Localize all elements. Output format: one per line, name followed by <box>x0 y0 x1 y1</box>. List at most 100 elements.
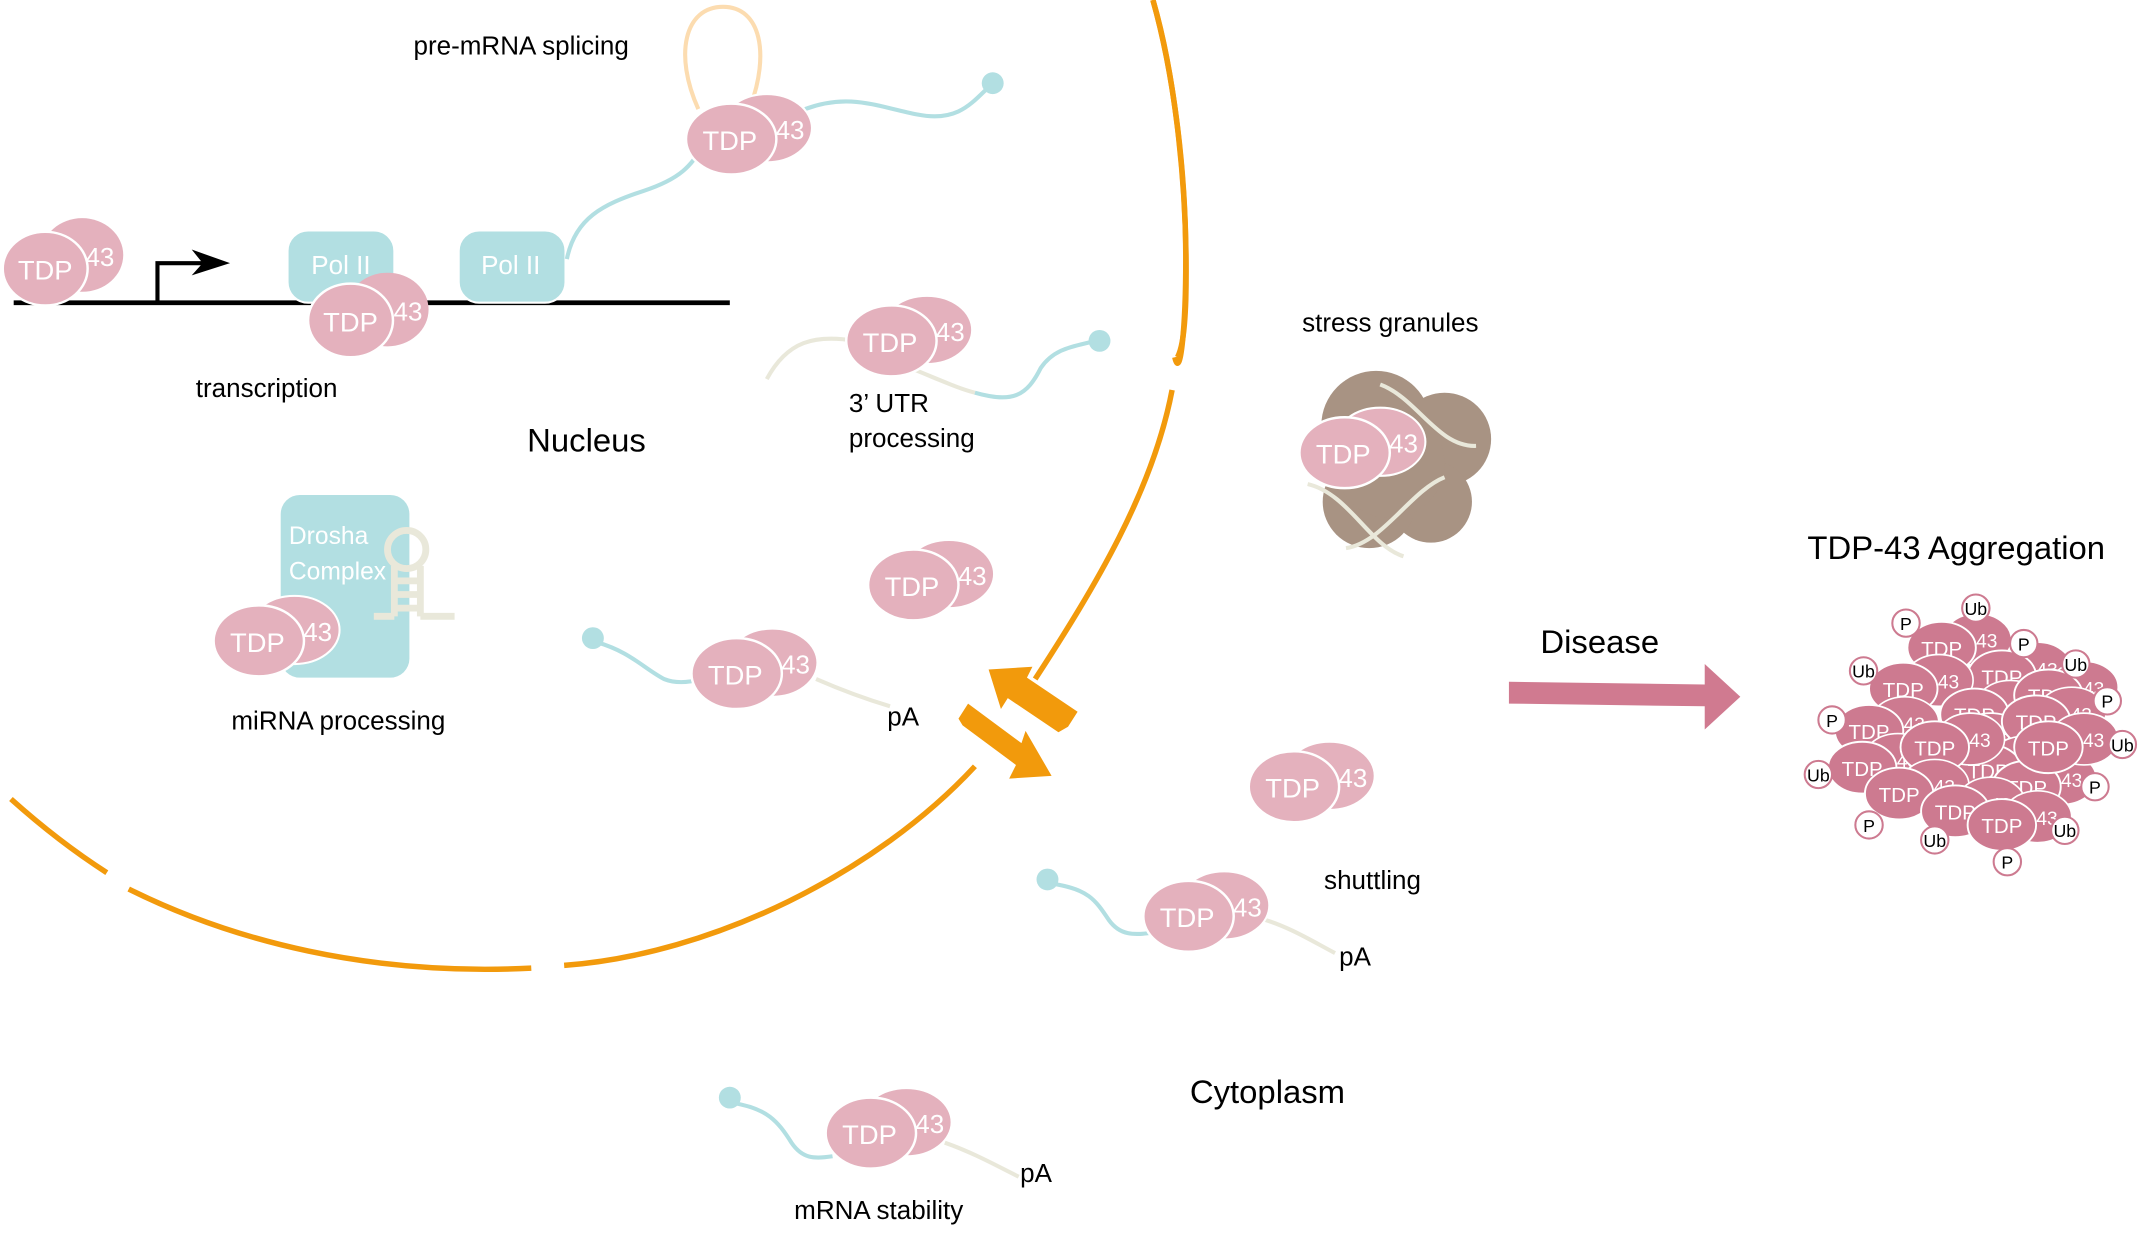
utr-rna-blue <box>974 338 1096 400</box>
rna-cap-icon <box>1088 329 1111 352</box>
tdp43-protein: TDP 43 <box>844 294 974 378</box>
tdp-label: TDP <box>1842 758 1883 781</box>
rna-cap-icon <box>981 72 1004 95</box>
drosha-label: Complex <box>289 559 387 586</box>
tdp-number: 43 <box>776 115 805 145</box>
tdp-label: TDP <box>842 1119 897 1150</box>
nascent-rna <box>564 142 707 260</box>
tdp-label: TDP <box>1914 737 1955 760</box>
tdp-label: TDP <box>2028 737 2069 760</box>
label-transcription: transcription <box>196 373 338 403</box>
polya-label: pA <box>1020 1158 1053 1188</box>
label-utr-processing: processing <box>849 423 975 453</box>
polya-label: pA <box>887 701 920 731</box>
tdp-label: TDP <box>1316 439 1371 470</box>
shuttling-arrows <box>958 666 1078 779</box>
tdp-label: TDP <box>863 327 918 358</box>
membrane-segment <box>563 764 977 969</box>
utr-rna-beige <box>764 336 857 381</box>
tdp-label: TDP <box>230 627 285 658</box>
polya-label: pA <box>1339 941 1372 971</box>
pol2-label: Pol II <box>481 250 540 280</box>
ubiquitination-mark: Ub <box>1920 825 1950 855</box>
membrane-segment <box>1150 0 1189 359</box>
modification-label: Ub <box>1807 765 1830 785</box>
tdp-number: 43 <box>1938 673 1959 694</box>
phosphorylation-mark: P <box>2009 628 2039 659</box>
phosphorylation-mark: P <box>1891 608 1921 638</box>
modification-label: Ub <box>2053 821 2076 841</box>
tdp-number: 43 <box>1976 632 1997 653</box>
tdp-number: 43 <box>936 317 965 347</box>
tdp-number: 43 <box>2061 771 2082 792</box>
label-cytoplasm: Cytoplasm <box>1190 1073 1345 1110</box>
modification-label: P <box>1900 614 1912 634</box>
tdp-number: 43 <box>394 296 423 326</box>
modification-label: Ub <box>2064 655 2087 675</box>
tdp-number: 43 <box>303 617 332 647</box>
phosphorylation-mark: P <box>1854 810 1884 840</box>
tdp43-protein: TDP 43 <box>212 594 341 678</box>
mrna-blue <box>733 1101 833 1160</box>
label-disease: Disease <box>1540 623 1659 660</box>
tdp-label: TDP <box>323 306 378 337</box>
mrna-blue <box>596 640 702 685</box>
mrna-polya-tail <box>815 677 891 709</box>
tdp-label: TDP <box>702 125 757 156</box>
mrna-polya-tail <box>944 1140 1020 1179</box>
ubiquitination-mark: Ub <box>1803 759 1834 790</box>
spliced-rna <box>804 83 993 119</box>
tdp-label: TDP <box>1160 902 1215 933</box>
tdp43-protein: TDP 43 <box>1 218 124 307</box>
tdp-label: TDP <box>1265 773 1320 804</box>
modification-label: P <box>1863 816 1875 836</box>
modification-label: P <box>2089 778 2101 798</box>
tdp43-protein: TDP 43 <box>690 627 819 711</box>
membrane-segment <box>127 886 532 973</box>
tdp-label: TDP <box>885 571 940 602</box>
tdp-number: 43 <box>958 561 987 591</box>
modification-label: P <box>2101 692 2113 712</box>
modification-label: Ub <box>1923 831 1946 851</box>
label-shuttling: shuttling <box>1324 865 1421 895</box>
ubiquitination-mark: Ub <box>2061 649 2091 679</box>
tdp-label: TDP <box>708 660 763 691</box>
label-mrna-stability: mRNA stability <box>794 1195 963 1225</box>
rna-cap-icon <box>581 627 604 650</box>
tdp43-protein: TDP 43 <box>1298 406 1427 490</box>
label-mirna: miRNA processing <box>231 706 445 736</box>
tdp43-protein: TDP 43 <box>866 538 996 622</box>
mrna-blue <box>1051 881 1154 937</box>
aggregated-tdp43: 43 TDP <box>2013 712 2120 775</box>
rna-cap-icon <box>1036 868 1059 891</box>
nuclear-membrane <box>9 0 1189 973</box>
tdp-number: 43 <box>1389 429 1418 459</box>
label-stress-granules: stress granules <box>1302 307 1478 337</box>
modification-label: Ub <box>1964 599 1987 619</box>
ubiquitination-mark: Ub <box>2107 729 2138 760</box>
ubiquitination-mark: Ub <box>2050 815 2080 846</box>
tdp43-aggregate: 43TDP43TDP43TDP43TDP43TDP43TDP43TDP43TDP… <box>1803 593 2138 877</box>
tdp43-protein: TDP 43 <box>824 1086 953 1170</box>
phosphorylation-mark: P <box>1992 847 2023 877</box>
pol2-complex: Pol II <box>457 229 567 304</box>
membrane-segment <box>1032 389 1175 681</box>
ubiquitination-mark: Ub <box>1961 593 1991 623</box>
tdp-number: 43 <box>85 242 114 272</box>
modification-label: P <box>2018 634 2030 654</box>
membrane-segment <box>9 797 109 875</box>
phosphorylation-mark: P <box>2080 772 2110 802</box>
utr-rna-beige <box>909 366 976 395</box>
phosphorylation-mark: P <box>2092 686 2123 716</box>
import-arrow-icon <box>958 703 1052 779</box>
modification-label: P <box>1826 711 1838 731</box>
tdp43-protein: TDP 43 <box>1142 870 1271 953</box>
tdp-number: 43 <box>2083 731 2104 752</box>
label-splicing: pre-mRNA splicing <box>414 31 629 61</box>
modification-label: Ub <box>1852 662 1875 682</box>
tdp-number: 43 <box>1969 731 1990 752</box>
tdp-label: TDP <box>1981 815 2022 838</box>
tdp-number: 43 <box>781 650 810 680</box>
tdp43-protein: TDP 43 <box>684 92 814 176</box>
